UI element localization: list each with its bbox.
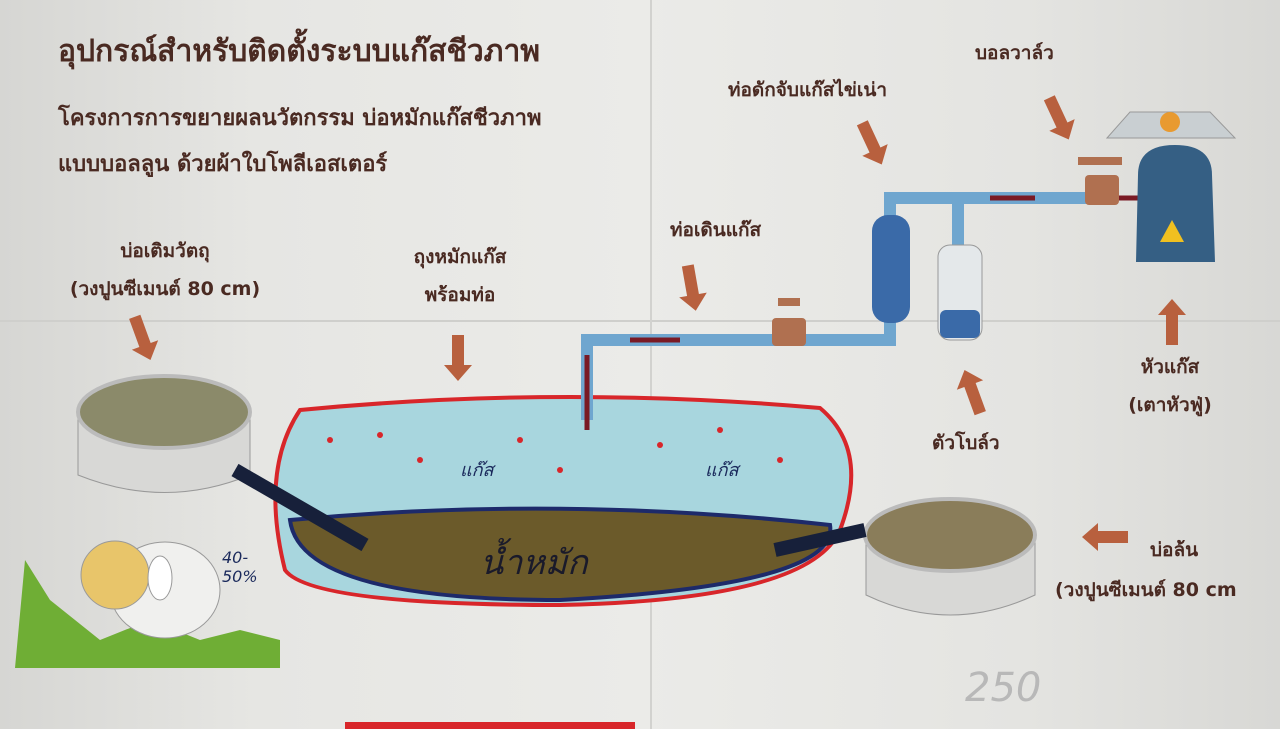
- gas-stove: [1105, 111, 1237, 262]
- sheep-illustration: [15, 540, 280, 668]
- handwritten-gas-left: แก๊ส: [460, 460, 494, 481]
- label-stove: หัวแก๊ส (เตาหัวฟู่): [1128, 356, 1212, 416]
- handwritten-ratio: 40-50%: [222, 548, 258, 586]
- h2s-filter: [872, 215, 910, 323]
- subtitle-line-1: โครงการการขยายผลนวัตกรรม บ่อหมักแก๊สชีวภ…: [58, 106, 542, 131]
- arrow-valve: [1036, 91, 1082, 146]
- handwritten-number: 250: [965, 665, 1042, 711]
- arrow-gas-pipe: [674, 263, 710, 314]
- ball-valve: [1078, 157, 1122, 205]
- arrow-stove: [1158, 299, 1186, 345]
- arrow-inlet: [121, 312, 164, 365]
- label-outlet-tank: บ่อล้น (วงปูนซีเมนต์ 80 cm: [1055, 539, 1237, 601]
- handwritten-gas-right: แก๊ส: [705, 460, 739, 481]
- arrow-filter: [849, 116, 895, 171]
- fold-line: [0, 320, 1280, 322]
- gas-bubbles: [327, 427, 783, 473]
- label-gas-pipe: ท่อเดินแก๊ส: [670, 219, 762, 241]
- outlet-tank: [863, 497, 1037, 616]
- label-h2s-filter: ท่อดักจับแก๊สไข่เน่า: [728, 79, 888, 101]
- blower-bottle: [937, 244, 983, 341]
- arrow-blower: [951, 365, 994, 418]
- inlet-tank: [76, 374, 252, 493]
- subtitle-line-2: แบบบอลลูน ด้วยผ้าใบโพลีเอสเตอร์: [58, 152, 388, 177]
- handwritten-slurry: น้ำหมัก: [480, 543, 588, 583]
- poster-title: อุปกรณ์สำหรับติดตั้งระบบแก๊สชีวภาพ: [58, 34, 541, 69]
- red-strip: [345, 722, 635, 729]
- label-ball-valve: บอลวาล์ว: [975, 42, 1054, 64]
- gas-pipe: [581, 192, 1100, 420]
- arrow-bag: [444, 335, 472, 381]
- fold-line-vertical: [650, 0, 652, 729]
- digester-bag: [231, 394, 867, 608]
- label-blower: ตัวโบล์ว: [932, 432, 1000, 454]
- label-inlet-tank: บ่อเติมวัตถุ (วงปูนซีเมนต์ 80 cm): [69, 240, 261, 300]
- pipe-valve: [772, 298, 806, 346]
- label-digester-bag: ถุงหมักแก๊ส พร้อมท่อ: [413, 246, 507, 306]
